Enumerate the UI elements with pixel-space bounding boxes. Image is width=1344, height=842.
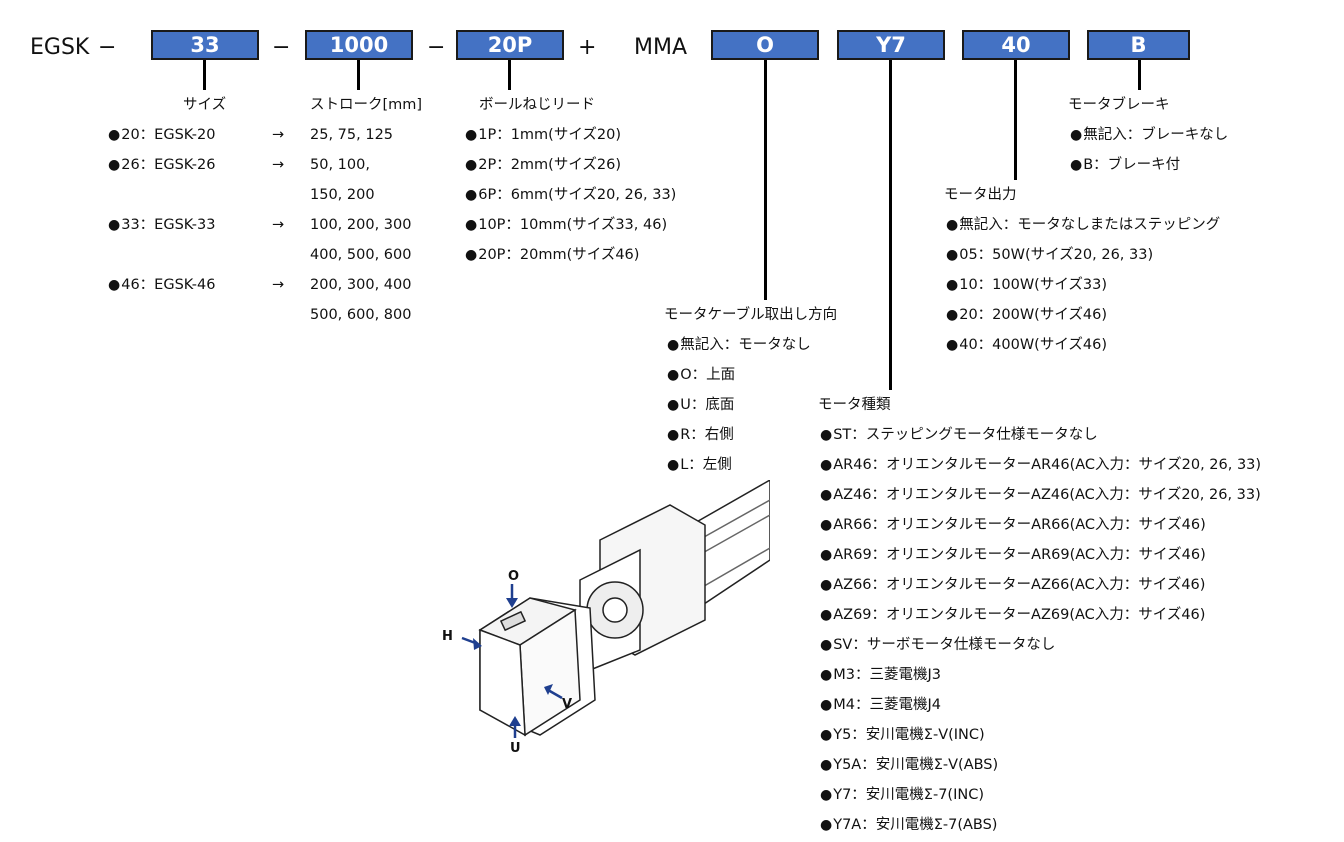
lead-item: 6P：6mm(サイズ20, 26, 33) <box>465 180 676 210</box>
size-code-box: 33 <box>151 30 259 60</box>
lead-code-box: 20P <box>456 30 564 60</box>
cable-item: R：右側 <box>667 420 734 450</box>
brake-title: モータブレーキ <box>1068 97 1170 113</box>
stroke-line: 150, 200 <box>310 187 375 203</box>
arrow-icon: → <box>272 217 285 233</box>
separator: − <box>98 35 117 60</box>
stroke-line: 100, 200, 300 <box>310 217 412 233</box>
lead-title: ボールねじリード <box>479 97 595 113</box>
lead-item: 10P：10mm(サイズ33, 46) <box>465 210 667 240</box>
motor-type-item: M4：三菱電機J4 <box>820 690 941 720</box>
cable-connector <box>764 60 767 300</box>
motor-body <box>478 597 596 737</box>
motor-type-item: AR46：オリエンタルモーターAR46(AC入力：サイズ20, 26, 33) <box>820 450 1261 480</box>
arrow-icon: → <box>272 277 285 293</box>
arrow-icon: → <box>272 157 285 173</box>
motor-type-item: Y7：安川電機Σ-7(INC) <box>820 780 984 810</box>
cable-item: 無記入：モータなし <box>667 330 811 360</box>
separator: − <box>427 35 446 60</box>
arrow-icon: → <box>272 127 285 143</box>
stroke-connector <box>357 60 360 90</box>
motor-type-item: AR66：オリエンタルモーターAR66(AC入力：サイズ46) <box>820 510 1206 540</box>
brake-connector <box>1138 60 1141 90</box>
size-item: 26：EGSK-26 <box>108 150 215 180</box>
cable-item: U：底面 <box>667 390 734 420</box>
direction-label-top: O <box>508 569 519 584</box>
motor-type-code-box: Y7 <box>837 30 945 60</box>
direction-arrows <box>461 584 563 738</box>
motor-type-item: ST：ステッピングモータ仕様モータなし <box>820 420 1098 450</box>
stroke-line: 200, 300, 400 <box>310 277 412 293</box>
stroke-line: 500, 600, 800 <box>310 307 412 323</box>
output-item: 10：100W(サイズ33) <box>946 270 1107 300</box>
actuator-motor-illustration: O H V U <box>442 480 770 755</box>
cable-item: O：上面 <box>667 360 735 390</box>
motor-prefix: MMA <box>634 35 688 60</box>
cable-title: モータケーブル取出し方向 <box>664 307 838 323</box>
plus-sign: + <box>578 35 597 60</box>
lead-item: 2P：2mm(サイズ26) <box>465 150 621 180</box>
motor-type-connector <box>889 60 892 390</box>
motor-type-item: AR69：オリエンタルモーターAR69(AC入力：サイズ46) <box>820 540 1206 570</box>
output-connector <box>1014 60 1017 180</box>
stroke-title: ストローク[mm] <box>310 97 423 113</box>
motor-type-title: モータ種類 <box>818 397 891 413</box>
output-item: 20：200W(サイズ46) <box>946 300 1107 330</box>
model-prefix: EGSK <box>30 35 90 60</box>
motor-type-item: SV：サーボモータ仕様モータなし <box>820 630 1055 660</box>
cable-code-box: O <box>711 30 819 60</box>
separator: − <box>272 35 291 60</box>
motor-type-item: M3：三菱電機J3 <box>820 660 941 690</box>
motor-type-item: Y5：安川電機Σ-V(INC) <box>820 720 984 750</box>
brake-item: 無記入：ブレーキなし <box>1070 120 1228 150</box>
size-connector <box>203 60 206 90</box>
motor-type-item: AZ46：オリエンタルモーターAZ46(AC入力：サイズ20, 26, 33) <box>820 480 1261 510</box>
stroke-line: 400, 500, 600 <box>310 247 412 263</box>
stroke-code-box: 1000 <box>305 30 413 60</box>
motor-type-item: Y7A：安川電機Σ-7(ABS) <box>820 810 997 840</box>
output-title: モータ出力 <box>944 187 1017 203</box>
size-title: サイズ <box>183 97 227 113</box>
motor-type-item: AZ69：オリエンタルモーターAZ69(AC入力：サイズ46) <box>820 600 1205 630</box>
direction-label-left: H <box>442 629 453 644</box>
actuator-body <box>579 480 770 671</box>
size-item: 20：EGSK-20 <box>108 120 215 150</box>
stroke-line: 50, 100, <box>310 157 370 173</box>
stroke-line: 25, 75, 125 <box>310 127 394 143</box>
lead-connector <box>508 60 511 90</box>
direction-label-bottom: U <box>510 741 521 755</box>
output-item: 無記入：モータなしまたはステッピング <box>946 210 1220 240</box>
output-item: 05：50W(サイズ20, 26, 33) <box>946 240 1153 270</box>
output-item: 40：400W(サイズ46) <box>946 330 1107 360</box>
motor-type-item: Y5A：安川電機Σ-V(ABS) <box>820 750 998 780</box>
motor-type-item: AZ66：オリエンタルモーターAZ66(AC入力：サイズ46) <box>820 570 1205 600</box>
output-code-box: 40 <box>962 30 1070 60</box>
lead-item: 20P：20mm(サイズ46) <box>465 240 639 270</box>
lead-item: 1P：1mm(サイズ20) <box>465 120 621 150</box>
brake-code-box: B <box>1087 30 1190 60</box>
size-item: 46：EGSK-46 <box>108 270 215 300</box>
brake-item: B：ブレーキ付 <box>1070 150 1180 180</box>
cable-item: L：左側 <box>667 450 732 480</box>
direction-label-right: V <box>562 697 572 712</box>
size-item: 33：EGSK-33 <box>108 210 215 240</box>
